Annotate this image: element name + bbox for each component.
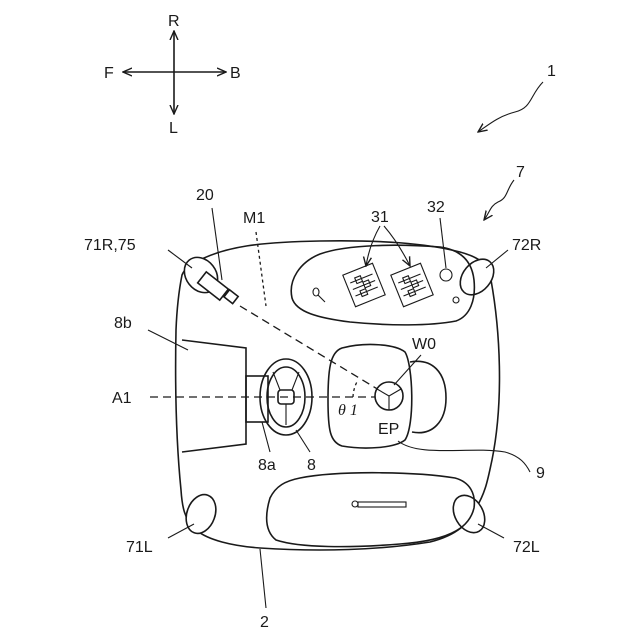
compass-f-label: F	[104, 65, 114, 82]
label-a1: A1	[112, 390, 132, 407]
steering-column	[246, 376, 268, 422]
label-8a: 8a	[258, 457, 276, 474]
leader-71r75	[168, 250, 192, 268]
angle-arc	[353, 380, 358, 397]
right-side-panel	[291, 245, 474, 325]
leader-72l	[478, 524, 504, 538]
label-8b: 8b	[114, 315, 132, 332]
label-theta1: θ 1	[338, 402, 358, 419]
dashboard-8b	[182, 340, 246, 452]
label-31: 31	[371, 209, 389, 226]
label-71r75: 71R,75	[84, 237, 136, 254]
label-71l: 71L	[126, 539, 153, 556]
label-vehicle: 1	[547, 63, 556, 80]
compass-b-label: B	[230, 65, 241, 82]
label-cabin: 7	[516, 164, 525, 181]
label-9: 9	[536, 465, 545, 482]
label-w0: W0	[412, 336, 436, 353]
leader-8	[296, 430, 310, 452]
corner-unit-71l	[181, 490, 221, 537]
leader-vehicle	[478, 82, 543, 132]
label-8: 8	[307, 457, 316, 474]
key-switch	[313, 288, 325, 302]
floor-panel	[267, 473, 475, 547]
floor-lever	[352, 501, 406, 507]
dial-32	[440, 269, 452, 281]
direction-compass: R F B L	[104, 13, 241, 137]
small-button	[453, 297, 459, 303]
lever-group-right	[391, 263, 433, 307]
label-ep: EP	[378, 421, 399, 438]
label-72l: 72L	[513, 539, 540, 556]
label-32: 32	[427, 199, 445, 216]
leader-2	[260, 549, 266, 608]
eye-point-ep	[375, 382, 403, 410]
label-72r: 72R	[512, 237, 541, 254]
leader-72r	[486, 250, 508, 268]
compass-l-label: L	[169, 120, 178, 137]
leader-32	[440, 218, 446, 268]
label-20: 20	[196, 187, 214, 204]
label-2: 2	[260, 614, 269, 631]
label-m1: M1	[243, 210, 265, 227]
compass-r-label: R	[168, 13, 180, 30]
leader-cabin	[484, 180, 514, 220]
corner-unit-72l	[447, 490, 491, 539]
seat-backrest	[410, 361, 446, 432]
lever-group-left	[343, 263, 385, 307]
leader-9	[398, 441, 530, 472]
